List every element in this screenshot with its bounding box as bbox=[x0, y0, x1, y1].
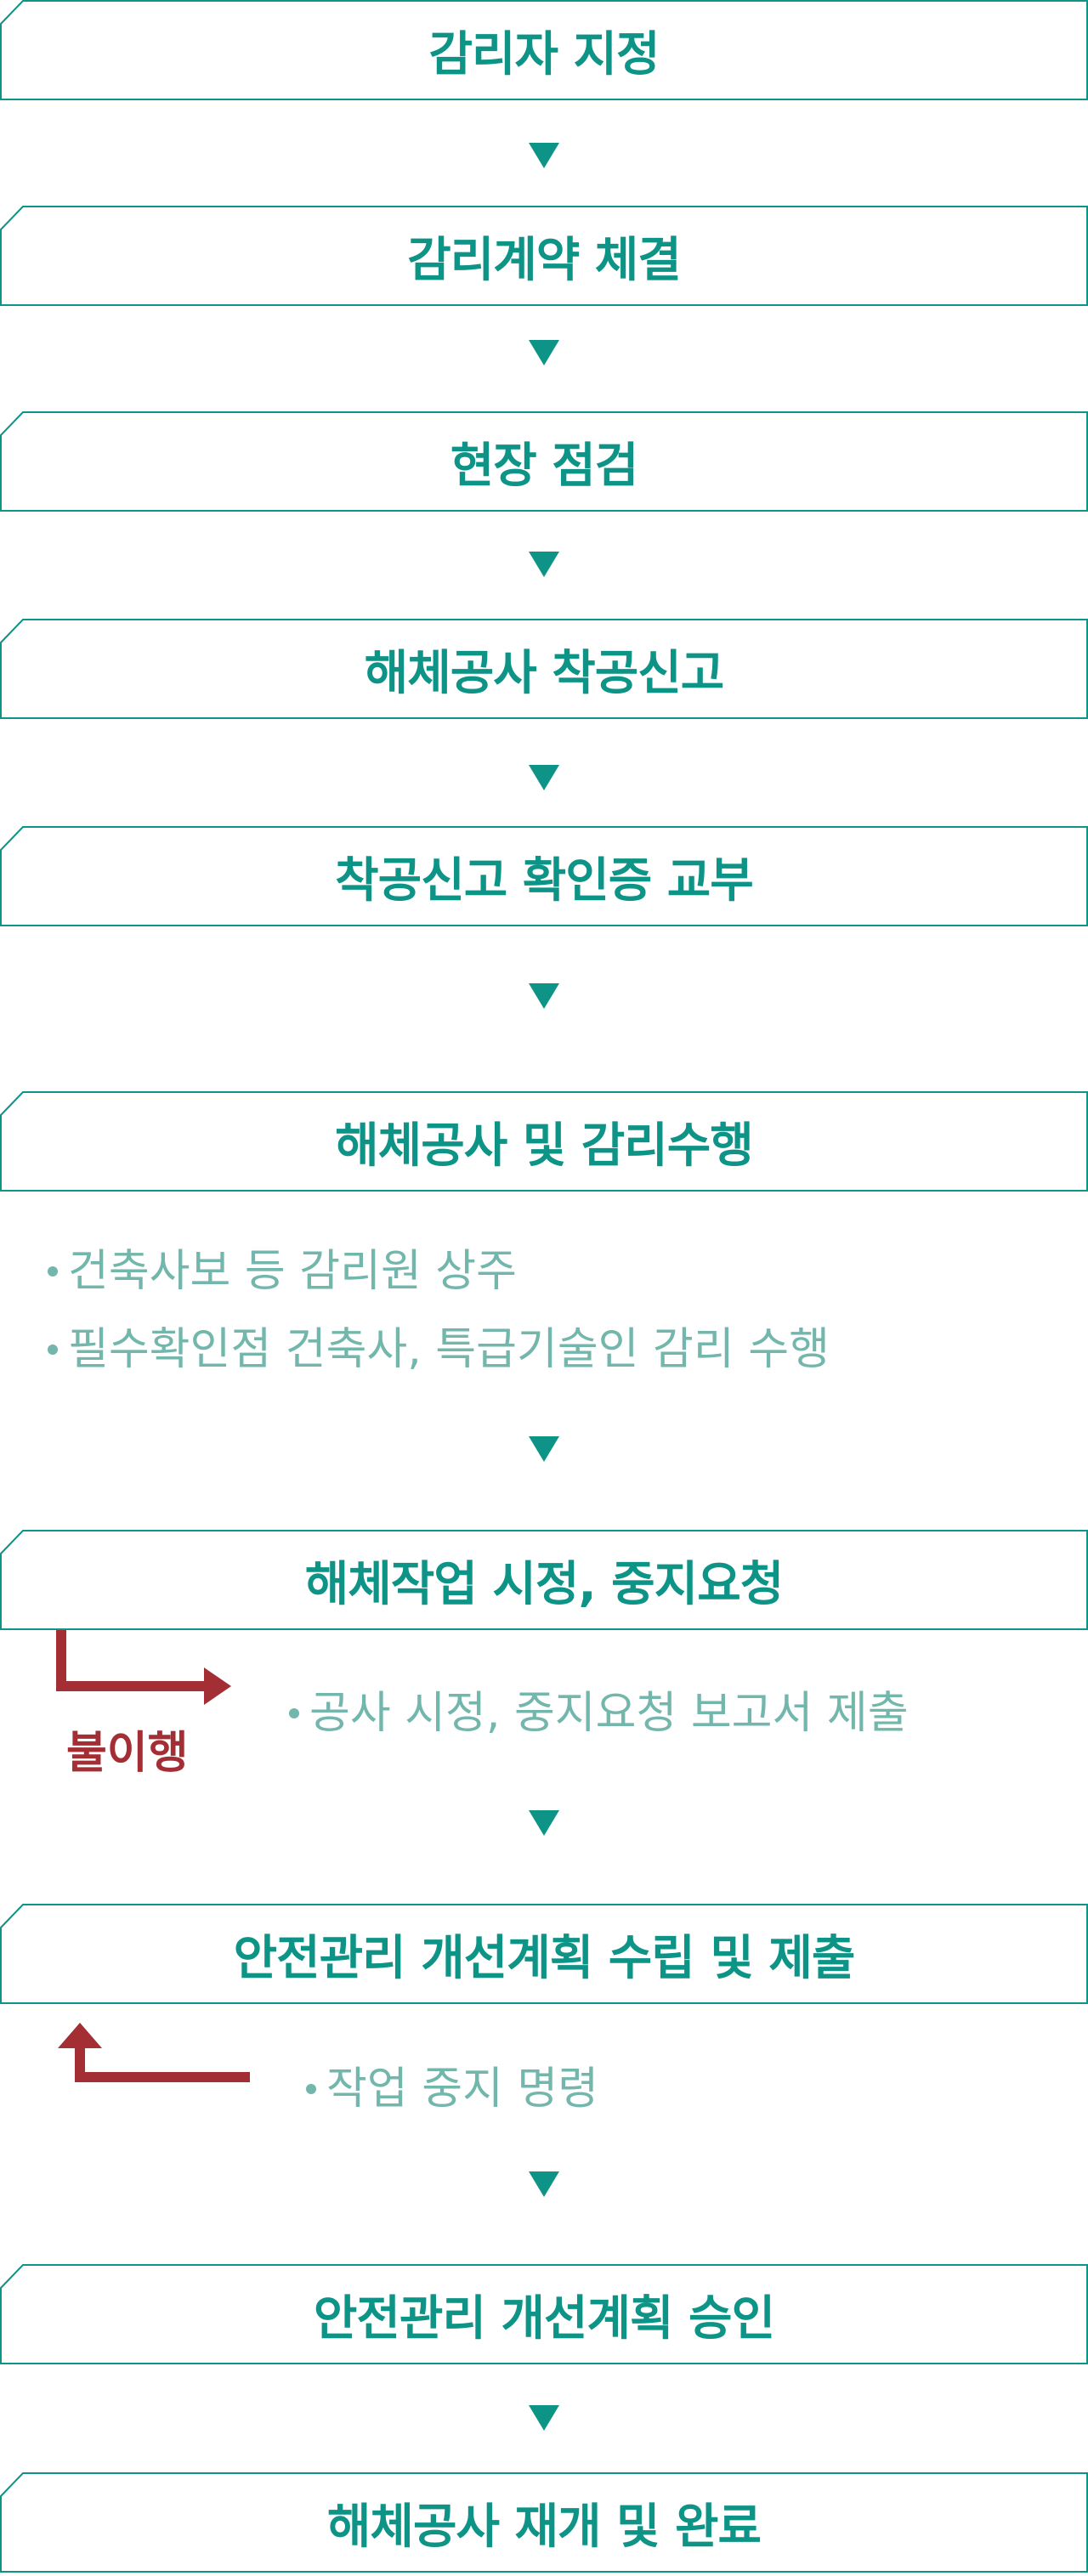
step-label: 안전관리 개선계획 승인 bbox=[313, 2290, 775, 2347]
stop-order-arrow-icon bbox=[58, 2023, 250, 2082]
step-box-safety-plan-submit: 안전관리 개선계획 수립 및 제출 bbox=[0, 1904, 1088, 2004]
note-text: 건축사보 등 감리원 상주 bbox=[68, 1246, 517, 1297]
step-box-contract: 감리계약 체결 bbox=[0, 206, 1088, 306]
note-text: 작업 중지 명령 bbox=[326, 2064, 599, 2115]
arrow-down-icon bbox=[529, 2171, 559, 2197]
note-item: 필수확인점 건축사, 특급기술인 감리 수행 bbox=[48, 1311, 830, 1389]
step-box-safety-plan-approval: 안전관리 개선계획 승인 bbox=[0, 2264, 1088, 2364]
arrow-down-icon bbox=[529, 340, 559, 365]
arrow-down-icon bbox=[529, 1810, 559, 1836]
arrow-down-icon bbox=[529, 2405, 559, 2431]
step-box-start-report: 해체공사 착공신고 bbox=[0, 619, 1088, 719]
step-box-supervisor-designation: 감리자 지정 bbox=[0, 0, 1088, 100]
stop-order-notes: 작업 중지 명령 bbox=[306, 2050, 598, 2128]
step-frame bbox=[0, 1530, 1088, 1630]
step-label: 착공신고 확인증 교부 bbox=[335, 852, 754, 909]
step-label: 해체작업 시정, 중지요청 bbox=[304, 1556, 784, 1612]
noncompliance-arrow-icon bbox=[56, 1630, 231, 1705]
step-box-resume-complete: 해체공사 재개 및 완료 bbox=[0, 2472, 1088, 2573]
step-box-site-inspection: 현장 점검 bbox=[0, 411, 1088, 512]
bullet-dot bbox=[289, 1708, 299, 1718]
arrow-down-icon bbox=[529, 143, 559, 168]
step-frame bbox=[0, 0, 1088, 100]
arrow-down-icon bbox=[529, 552, 559, 577]
supervision-notes: 건축사보 등 감리원 상주 필수확인점 건축사, 특급기술인 감리 수행 bbox=[48, 1232, 830, 1389]
note-text: 필수확인점 건축사, 특급기술인 감리 수행 bbox=[68, 1324, 830, 1375]
step-frame bbox=[0, 2472, 1088, 2573]
step-label: 감리자 지정 bbox=[428, 26, 660, 82]
correction-notes: 공사 시정, 중지요청 보고서 제출 bbox=[289, 1674, 909, 1752]
noncompliance-label: 불이행 bbox=[66, 1728, 189, 1779]
step-box-certificate-issue: 착공신고 확인증 교부 bbox=[0, 826, 1088, 926]
note-item: 건축사보 등 감리원 상주 bbox=[48, 1232, 830, 1311]
step-box-demolition-supervision: 해체공사 및 감리수행 bbox=[0, 1091, 1088, 1192]
step-label: 안전관리 개선계획 수립 및 제출 bbox=[233, 1930, 856, 1986]
step-label: 해체공사 재개 및 완료 bbox=[326, 2499, 762, 2555]
bullet-dot bbox=[48, 1266, 58, 1277]
arrow-down-icon bbox=[529, 983, 559, 1009]
bullet-dot bbox=[48, 1345, 58, 1355]
step-label: 현장 점검 bbox=[450, 438, 639, 494]
note-text: 공사 시정, 중지요청 보고서 제출 bbox=[309, 1688, 909, 1739]
step-frame bbox=[0, 1904, 1088, 2004]
step-label: 감리계약 체결 bbox=[407, 232, 682, 288]
step-frame bbox=[0, 1091, 1088, 1192]
step-frame bbox=[0, 826, 1088, 926]
arrow-down-icon bbox=[529, 1436, 559, 1462]
arrow-down-icon bbox=[529, 765, 559, 790]
note-item: 작업 중지 명령 bbox=[306, 2050, 598, 2128]
bullet-dot bbox=[306, 2084, 316, 2094]
step-frame bbox=[0, 2264, 1088, 2364]
step-box-correction-request: 해체작업 시정, 중지요청 bbox=[0, 1530, 1088, 1630]
step-frame bbox=[0, 411, 1088, 512]
step-frame bbox=[0, 206, 1088, 306]
step-label: 해체공사 착공신고 bbox=[364, 645, 725, 701]
note-item: 공사 시정, 중지요청 보고서 제출 bbox=[289, 1674, 909, 1752]
step-label: 해체공사 및 감리수행 bbox=[335, 1118, 754, 1174]
step-frame bbox=[0, 619, 1088, 719]
